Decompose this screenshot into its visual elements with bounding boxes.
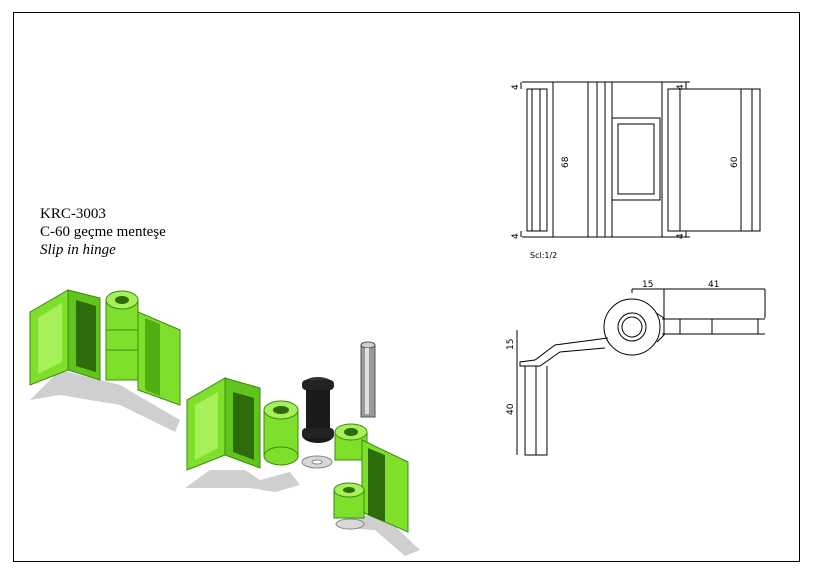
front-view-dims: 4 4 68 60 4 4 [511,84,740,239]
section-view-dims: 15 41 15 40 [506,280,719,415]
dim-41: 41 [708,280,719,290]
dim-15-top: 15 [642,280,653,290]
drawing-frame [13,12,800,562]
assembled-hinge [29,289,181,406]
exploded-hinge-left-leaf [186,377,261,471]
exploded-hinge-right-leaf [334,423,409,533]
knuckle-sleeve [263,400,299,466]
dim-40: 40 [506,403,516,415]
dim-68: 68 [561,156,571,168]
product-name-en: Slip in hinge [40,242,116,258]
dim-4-top-right: 4 [676,84,686,90]
washer-top [301,455,333,469]
title-block: KRC-3003 C-60 geçme menteşe Slip in hing… [40,205,166,259]
dim-15-left: 15 [506,339,516,350]
dim-4-top-left: 4 [511,84,521,90]
hinge-pin [360,341,376,418]
scale-label: Scl:1/2 [530,251,557,260]
product-code: KRC-3003 [40,206,106,222]
dim-4-bottom-left: 4 [511,233,521,239]
bottom-knuckle [333,482,365,530]
black-bushing [302,377,334,443]
dim-4-bottom-right: 4 [676,233,686,239]
dim-60: 60 [730,156,740,168]
product-name-tr: C-60 geçme menteşe [40,224,166,240]
